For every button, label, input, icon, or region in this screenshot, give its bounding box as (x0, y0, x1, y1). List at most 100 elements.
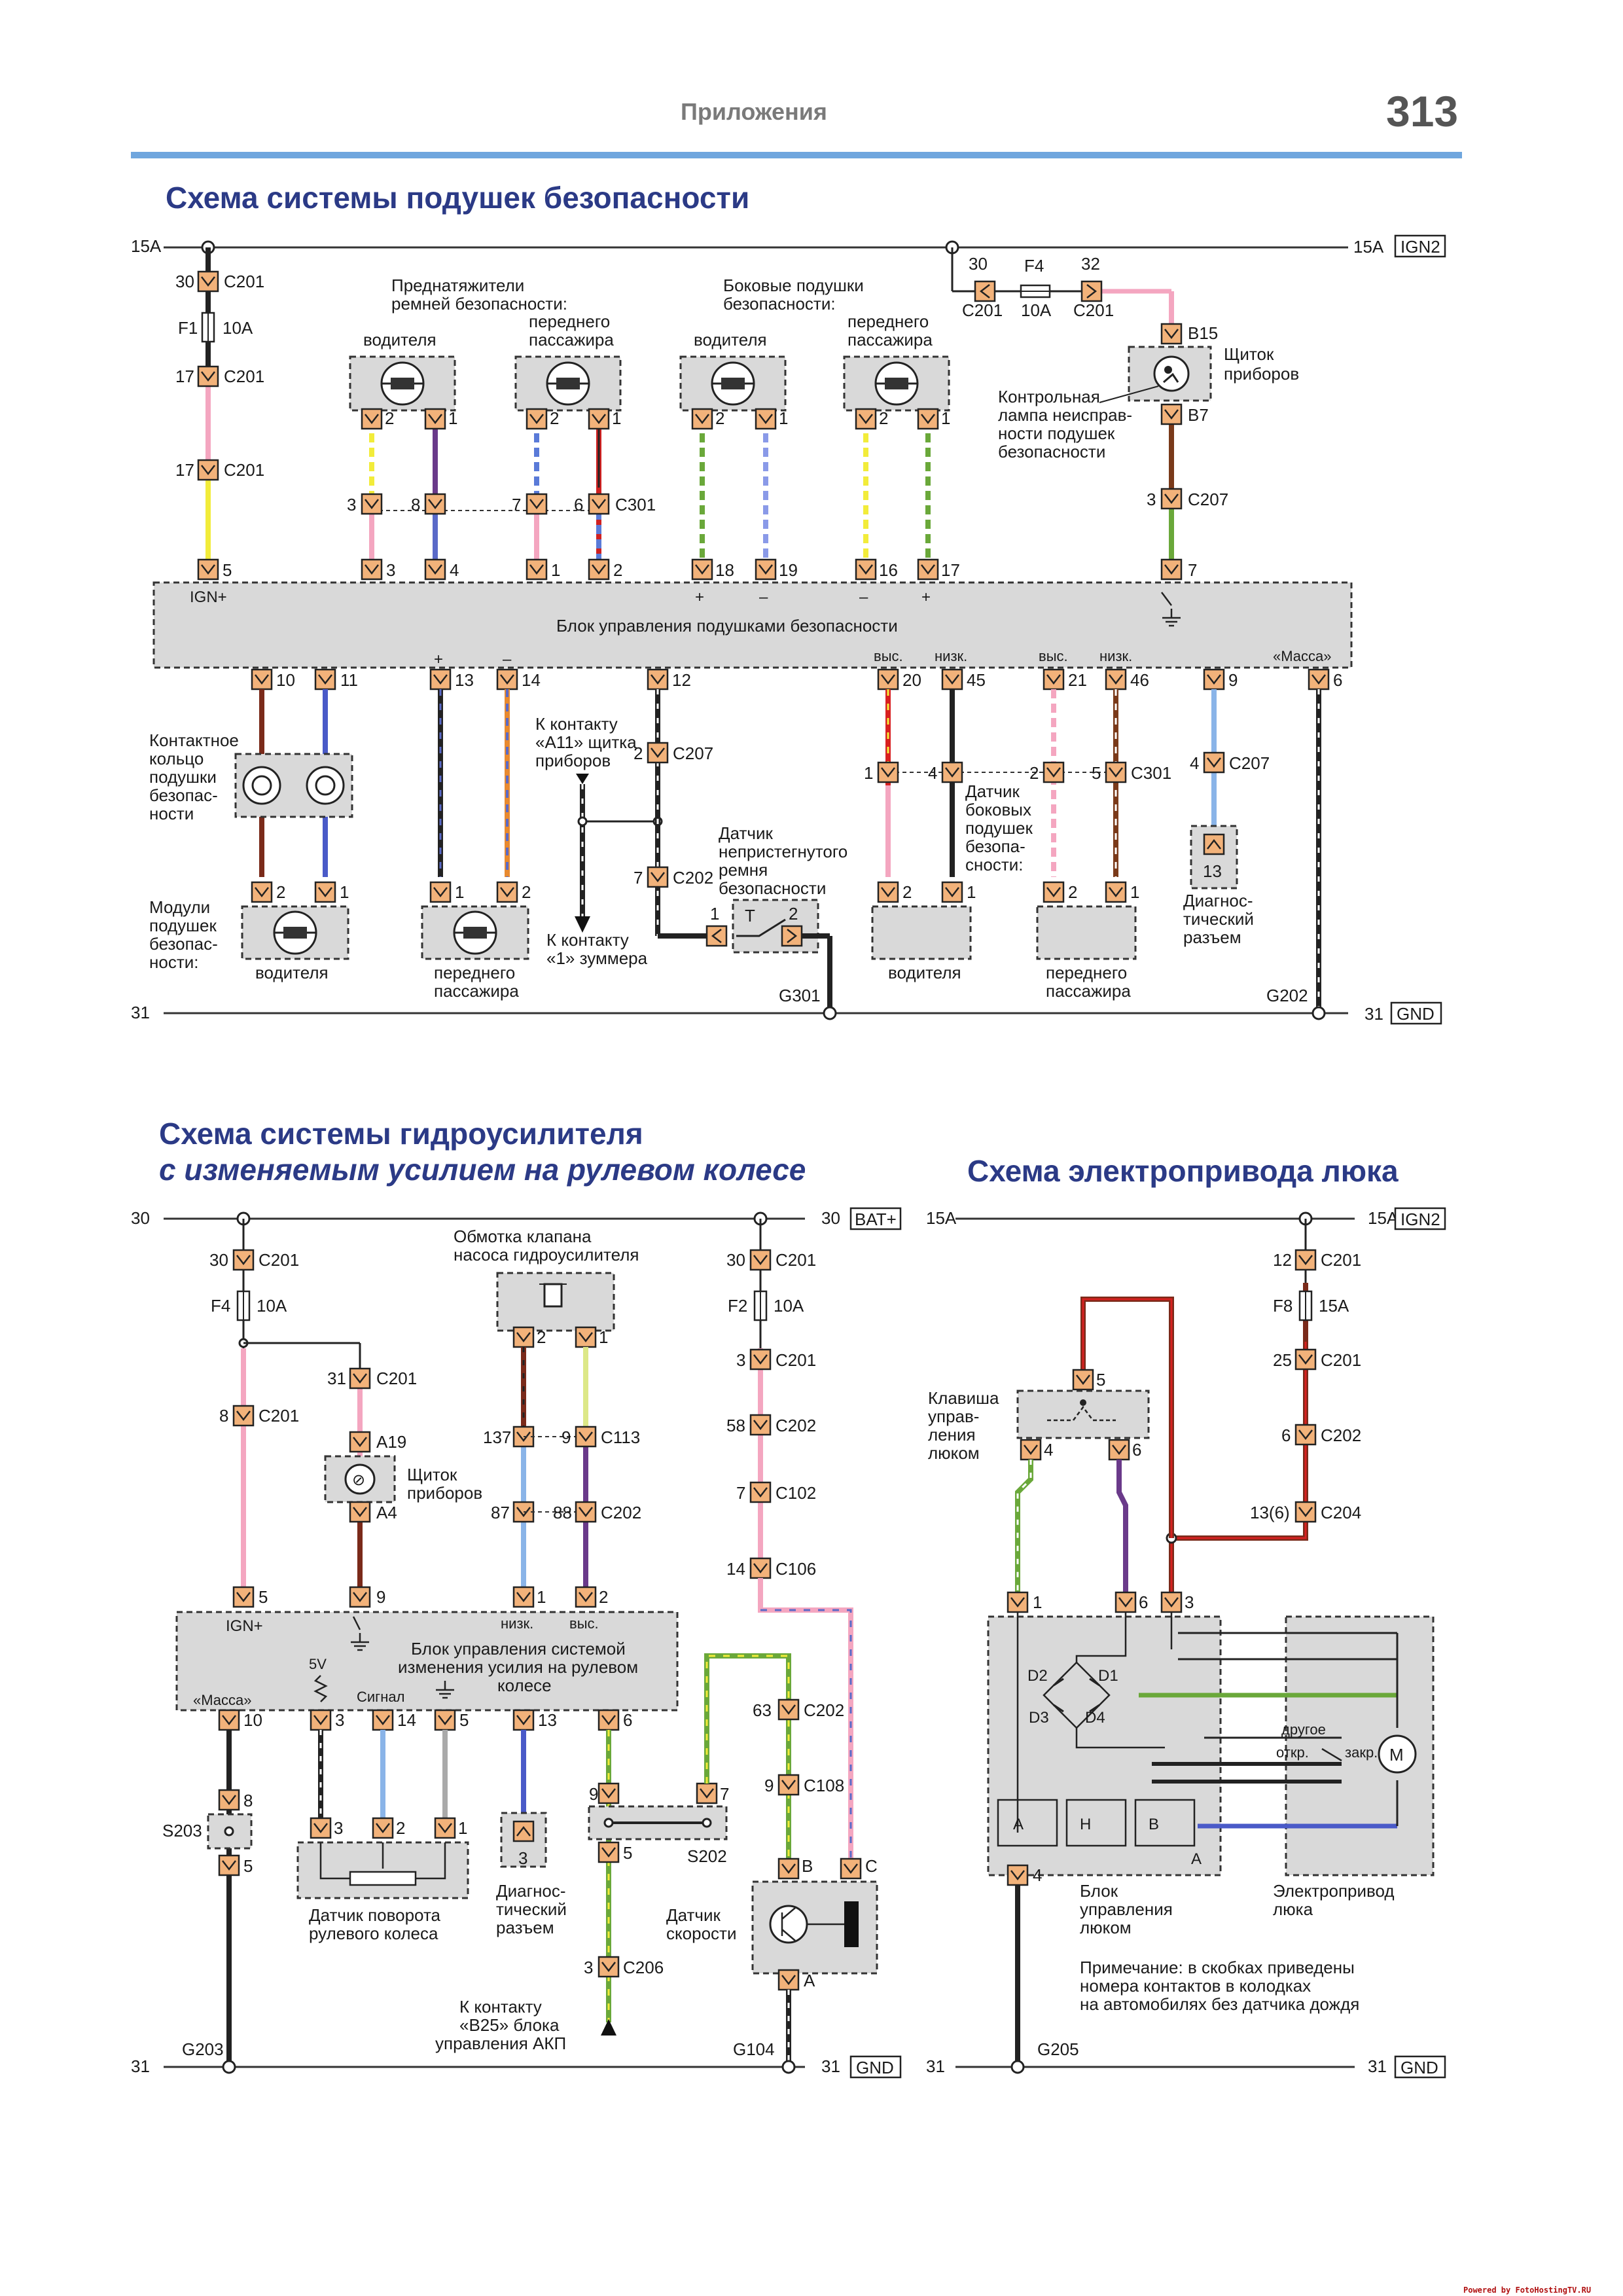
ground-label-right: 31 (1364, 1004, 1383, 1024)
svg-text:D2: D2 (1027, 1667, 1048, 1685)
svg-text:«B25» блока: «B25» блока (459, 2015, 560, 2035)
svg-text:тический: тический (496, 1899, 567, 1919)
svg-text:3: 3 (518, 1848, 527, 1868)
svg-text:IGN+: IGN+ (190, 588, 227, 606)
svg-text:1: 1 (941, 408, 950, 428)
svg-text:1: 1 (599, 1327, 608, 1347)
svg-text:3: 3 (584, 1958, 593, 1977)
connector-c201 (1080, 280, 1103, 302)
svg-text:безопас-: безопас- (149, 934, 218, 954)
svg-text:30: 30 (131, 1208, 150, 1228)
svg-text:10: 10 (243, 1710, 262, 1730)
svg-text:63: 63 (753, 1700, 772, 1720)
svg-text:C201: C201 (1073, 300, 1114, 320)
airbag-warning-lamp-icon (1153, 355, 1190, 392)
connector-b15 (1160, 323, 1183, 345)
svg-text:Блок управления системой: Блок управления системой (411, 1639, 626, 1659)
svg-text:6: 6 (574, 495, 583, 514)
ground-tag: GND (1400, 2058, 1438, 2077)
svg-text:кольцо: кольцо (149, 749, 204, 768)
svg-text:Щиток: Щиток (407, 1465, 457, 1484)
connector-c201 (974, 280, 996, 302)
svg-text:6: 6 (1139, 1592, 1148, 1612)
svg-text:21: 21 (1068, 670, 1087, 690)
svg-text:Обмотка клапана: Обмотка клапана (454, 1227, 592, 1246)
svg-text:G301: G301 (779, 986, 821, 1005)
svg-text:B: B (802, 1856, 813, 1876)
svg-text:20: 20 (902, 670, 921, 690)
svg-text:водителя: водителя (694, 330, 767, 350)
svg-text:2: 2 (522, 882, 531, 902)
svg-text:C201: C201 (259, 1406, 299, 1426)
valve-coil-icon (543, 1283, 563, 1308)
svg-text:32: 32 (1081, 254, 1100, 274)
svg-text:45: 45 (967, 670, 986, 690)
side-sensor-passenger (1036, 905, 1137, 960)
svg-text:A4: A4 (376, 1503, 397, 1522)
svg-text:«Масса»: «Масса» (1273, 648, 1332, 664)
svg-text:A: A (1013, 1816, 1024, 1833)
svg-text:12: 12 (672, 670, 691, 690)
svg-text:11: 11 (340, 670, 358, 690)
svg-text:–: – (503, 651, 512, 668)
connector-c207 (1160, 488, 1183, 510)
svg-text:13: 13 (455, 670, 474, 690)
svg-text:31: 31 (821, 2056, 840, 2076)
svg-text:H: H (1080, 1816, 1091, 1833)
bus-tag-bat: BAT+ (855, 1210, 897, 1229)
svg-text:1: 1 (551, 560, 560, 580)
side-airbag-driver (679, 355, 787, 412)
svg-text:2: 2 (396, 1818, 405, 1838)
svg-text:К контакту: К контакту (535, 714, 618, 734)
svg-text:Блок: Блок (1080, 1881, 1118, 1901)
svg-text:пассажира: пассажира (529, 330, 614, 350)
svg-text:8: 8 (219, 1406, 228, 1426)
svg-text:ления: ления (928, 1425, 976, 1444)
svg-text:управления АКП: управления АКП (435, 2034, 566, 2053)
transistor-icon (769, 1905, 808, 1944)
svg-text:пассажира: пассажира (1046, 981, 1131, 1001)
svg-text:10A: 10A (257, 1296, 287, 1316)
svg-text:подушек: подушек (149, 916, 217, 935)
svg-text:2: 2 (537, 1327, 546, 1347)
svg-text:C301: C301 (615, 495, 656, 514)
svg-text:C113: C113 (601, 1427, 640, 1447)
svg-text:F4: F4 (211, 1296, 230, 1316)
svg-text:5: 5 (223, 560, 232, 580)
power-steering-title-line1: Схема системы гидроусилителя (159, 1117, 643, 1151)
svg-text:К контакту: К контакту (546, 930, 629, 950)
svg-text:колесе: колесе (497, 1676, 552, 1695)
svg-text:9: 9 (764, 1776, 774, 1795)
svg-text:S202: S202 (687, 1846, 727, 1866)
svg-text:9: 9 (1228, 670, 1238, 690)
svg-text:Щиток: Щиток (1224, 344, 1274, 364)
svg-text:Датчик поворота: Датчик поворота (309, 1905, 441, 1925)
svg-text:C202: C202 (776, 1416, 816, 1435)
svg-text:C201: C201 (224, 367, 264, 386)
connector-b7 (1160, 403, 1183, 425)
svg-text:5: 5 (243, 1856, 253, 1876)
svg-text:1: 1 (537, 1587, 546, 1607)
connector-c201 (197, 459, 219, 481)
svg-text:10A: 10A (223, 318, 253, 338)
svg-text:1: 1 (864, 763, 873, 783)
svg-text:непристегнутого: непристегнутого (719, 842, 847, 861)
svg-text:7: 7 (736, 1483, 745, 1503)
svg-text:2: 2 (789, 904, 798, 924)
connector-c207 (647, 742, 669, 764)
svg-text:«A11» щитка: «A11» щитка (535, 732, 637, 752)
bus-tag-ign2: IGN2 (1400, 1210, 1440, 1229)
svg-text:C201: C201 (776, 1250, 816, 1270)
svg-text:ремней безопасности:: ремней безопасности: (391, 294, 567, 314)
svg-text:F8: F8 (1273, 1296, 1293, 1316)
svg-text:«1» зуммера: «1» зуммера (546, 948, 648, 968)
svg-text:2: 2 (276, 882, 285, 902)
svg-text:C201: C201 (376, 1369, 417, 1388)
svg-text:1: 1 (967, 882, 976, 902)
connector-c301 (361, 493, 383, 515)
pretensioner-driver (349, 355, 456, 412)
connector-c201 (197, 270, 219, 293)
svg-text:2: 2 (550, 408, 559, 428)
svg-text:137: 137 (483, 1427, 511, 1447)
